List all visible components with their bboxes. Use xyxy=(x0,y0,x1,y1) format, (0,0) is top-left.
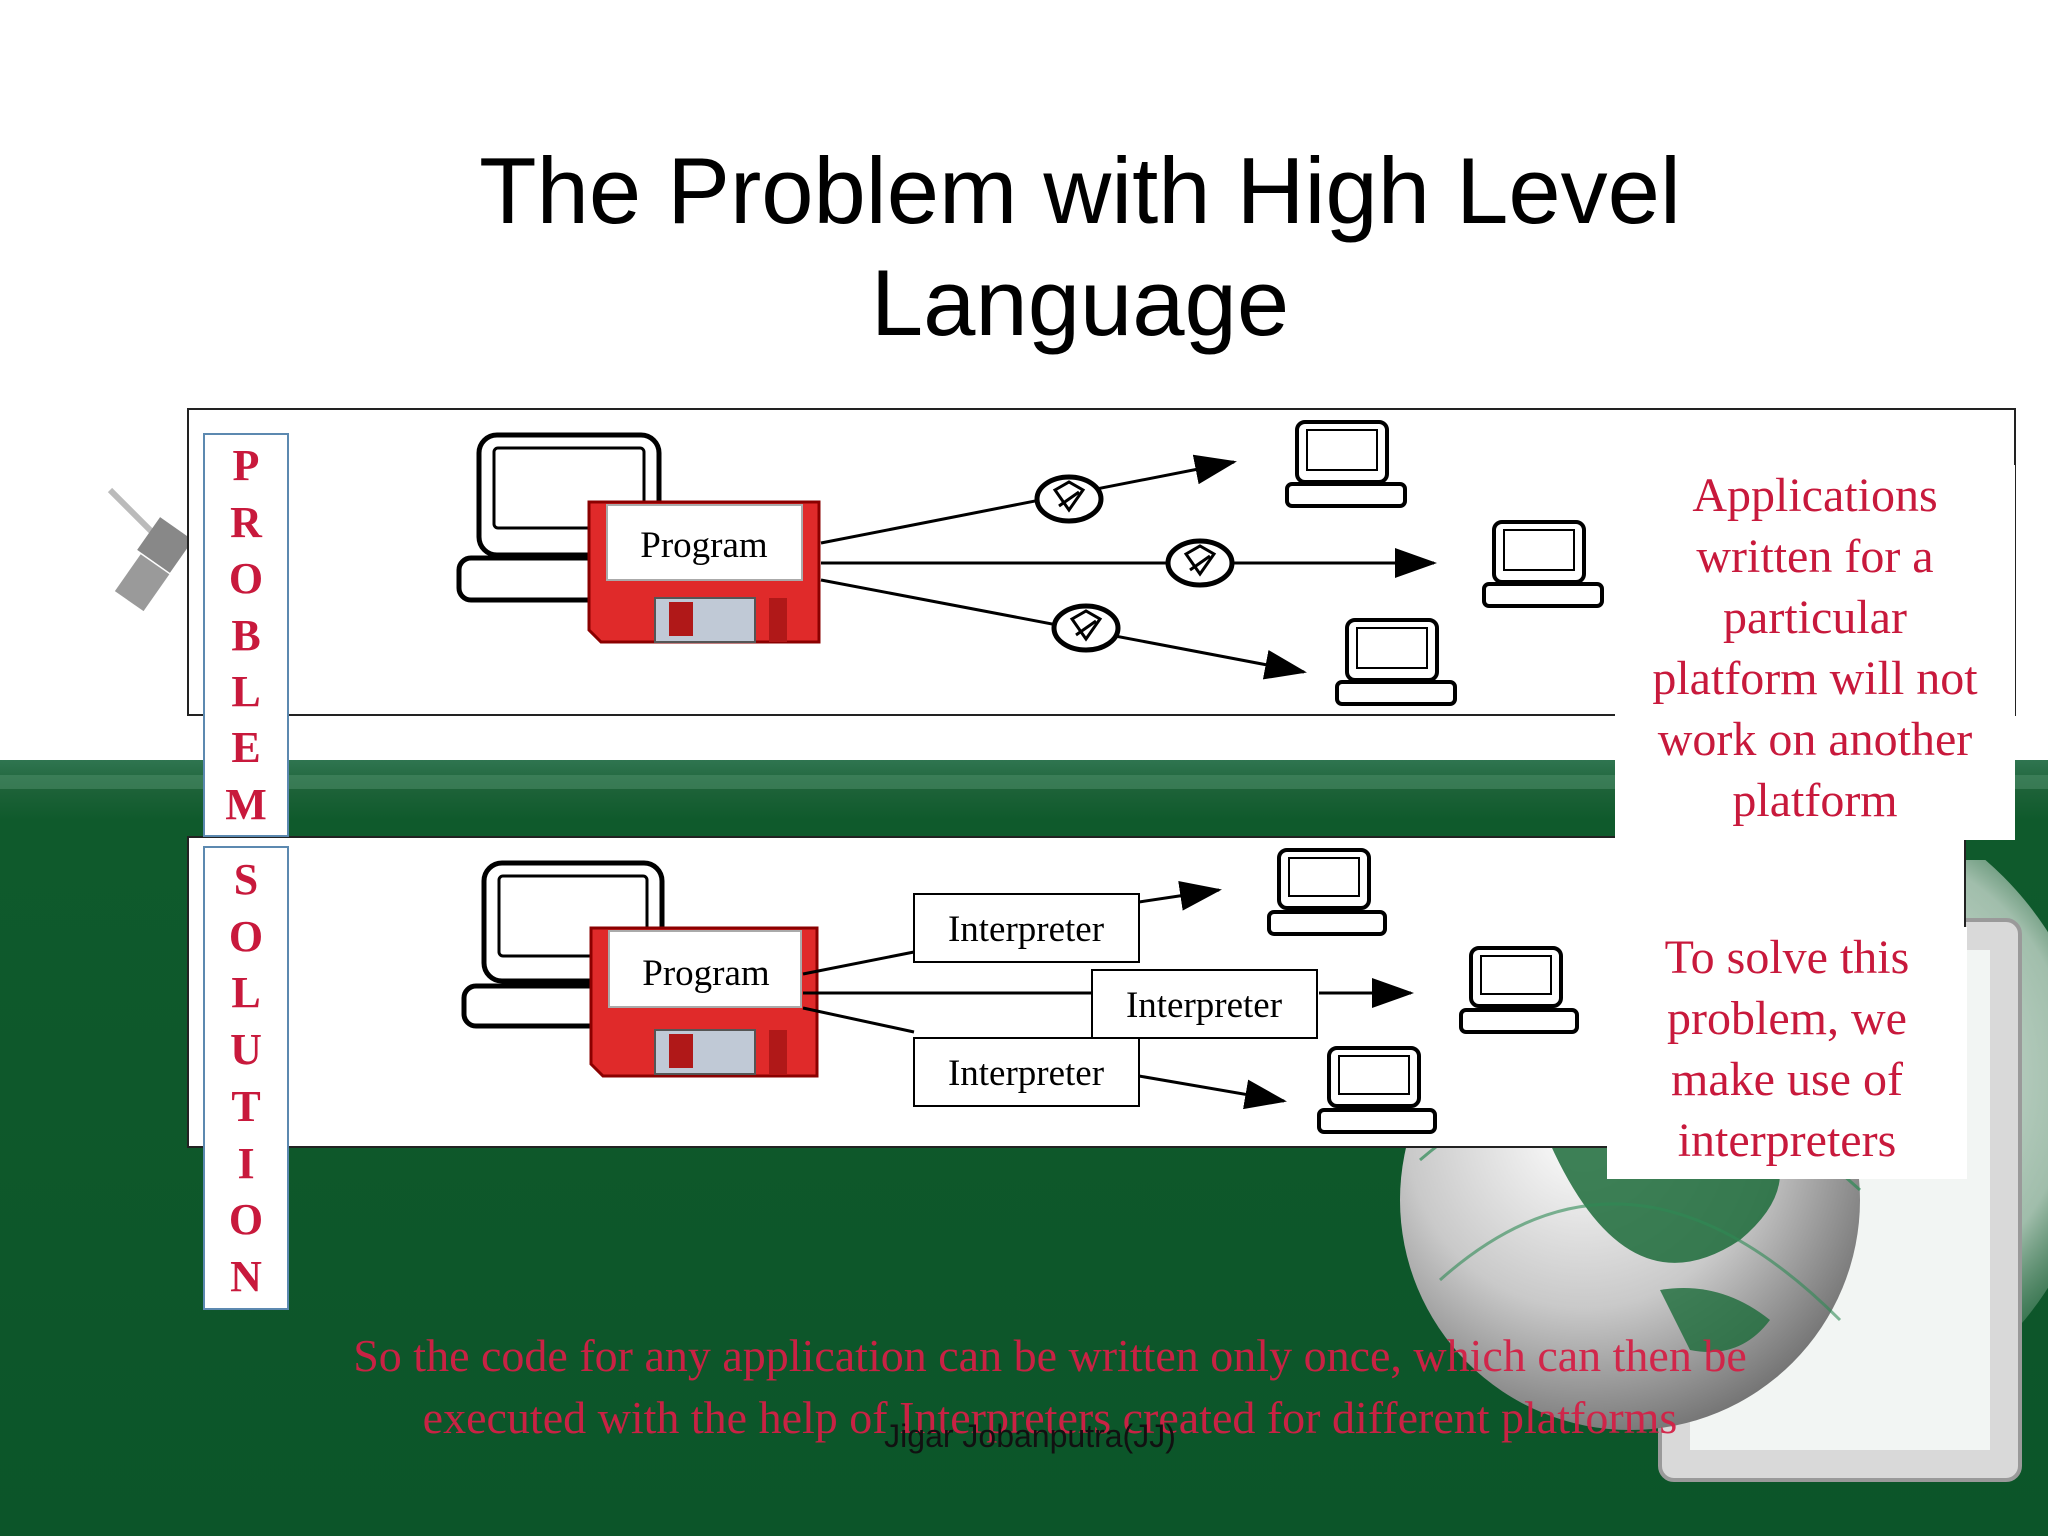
problem-callout: Applications written for a particular pl… xyxy=(1615,465,2015,840)
satellite-icon xyxy=(107,487,193,612)
target-computer-icon xyxy=(1317,1046,1437,1134)
side-letter: M xyxy=(225,779,267,829)
solution-diagram: Interpreter Interpreter Interpreter Prog… xyxy=(461,848,1579,1134)
solution-side-label: S O L U T I O N xyxy=(203,846,289,1310)
side-letter: B xyxy=(231,610,261,660)
side-letter: L xyxy=(231,666,261,716)
problem-side-label: P R O B L E M xyxy=(203,433,289,837)
program-label: Program xyxy=(642,953,770,994)
side-letter: I xyxy=(237,1138,255,1188)
side-letter: R xyxy=(230,497,262,547)
interpreter-box: Interpreter xyxy=(913,893,1140,963)
side-letter: U xyxy=(230,1025,262,1075)
side-letter: O xyxy=(228,911,264,961)
slide-title: The Problem with High Level Language xyxy=(479,138,1681,355)
solution-callout: To solve this problem, we make use of in… xyxy=(1607,927,1967,1179)
program-label: Program xyxy=(640,525,768,566)
target-computer-icon xyxy=(1335,618,1457,706)
side-letter: O xyxy=(228,1195,264,1245)
floppy-disk-icon xyxy=(587,500,821,644)
side-letter: S xyxy=(233,854,259,904)
blocked-icon xyxy=(1051,603,1121,653)
blocked-icon xyxy=(1165,538,1235,588)
target-computer-icon xyxy=(1285,420,1407,508)
side-letter: T xyxy=(231,1081,261,1131)
side-letter: P xyxy=(232,441,260,491)
target-computer-icon xyxy=(1482,520,1604,608)
interpreter-label: Interpreter xyxy=(1126,985,1282,1026)
blocked-icon xyxy=(1034,474,1104,524)
side-letter: L xyxy=(231,968,261,1018)
interpreter-box: Interpreter xyxy=(913,1037,1140,1107)
interpreter-label: Interpreter xyxy=(948,909,1104,950)
interpreter-box: Interpreter xyxy=(1091,969,1318,1039)
floppy-disk-icon xyxy=(589,926,819,1078)
side-letter: O xyxy=(228,554,264,604)
footer-author: Jigar Jobanputra(JJ) xyxy=(884,1418,1176,1454)
problem-diagram: Program xyxy=(456,420,1604,706)
conclusion-text: So the code for any application can be w… xyxy=(353,1330,1747,1443)
interpreter-label: Interpreter xyxy=(948,1053,1104,1094)
side-letter: N xyxy=(230,1252,262,1302)
target-computer-icon xyxy=(1459,946,1579,1034)
target-computer-icon xyxy=(1267,848,1387,936)
side-letter: E xyxy=(231,723,261,773)
green-background-stripe xyxy=(0,775,2048,789)
